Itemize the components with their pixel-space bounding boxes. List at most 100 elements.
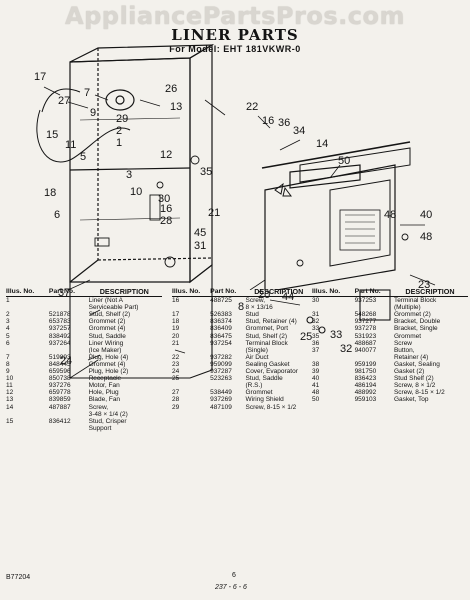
page-number: 6 xyxy=(232,572,236,579)
callout: 10 xyxy=(130,186,142,198)
callout: 23 xyxy=(418,279,430,290)
part-number xyxy=(49,297,89,312)
header-part: Part No. xyxy=(354,288,394,298)
part-description: Stud Shelf (2) xyxy=(393,375,434,383)
illus-number: 7 xyxy=(6,353,10,361)
part-description: Stud, Saddle xyxy=(88,332,126,340)
part-number: 836475 xyxy=(210,332,232,340)
illus-number: 10 xyxy=(6,375,14,383)
part-number: 850738 xyxy=(48,375,71,383)
part-description: Plug, Hole (2) xyxy=(88,368,129,376)
illus-number: 4 xyxy=(6,325,10,333)
part-description: Grommet (2) xyxy=(393,311,431,319)
part-description: Terminal Block (Multiple) xyxy=(393,297,437,312)
part-number: 838492 xyxy=(48,332,71,340)
liner-outline xyxy=(36,43,436,290)
part-number: 836412 xyxy=(48,417,71,425)
part-description: Bracket, Single xyxy=(393,325,438,333)
liner-floor-edge xyxy=(69,259,99,283)
illus-number: 20 xyxy=(172,332,180,340)
illus-number: 1 xyxy=(6,297,10,305)
part-number: 937264 xyxy=(48,339,71,347)
callout: 35 xyxy=(200,166,212,178)
illus-number: 6 xyxy=(6,339,10,347)
table-row: 30 937253 Terminal Block (Multiple) xyxy=(312,297,468,312)
part-description: Screw, 8 × 13/16 xyxy=(245,297,273,312)
part-number: 486194 xyxy=(354,382,377,390)
part-number: 523263 xyxy=(210,375,232,383)
part-description: Air Duct xyxy=(245,353,269,361)
part-number: 531923 xyxy=(354,332,377,340)
part-description: Motor, Fan xyxy=(88,382,120,390)
part-number: 521878 xyxy=(48,311,71,319)
illus-number: 48 xyxy=(312,389,320,397)
illus-number: 27 xyxy=(172,389,180,397)
part-description: Liner (Not A Serviceable Part) xyxy=(88,297,139,312)
part-number: 836409 xyxy=(210,325,232,333)
illus-number: 30 xyxy=(312,297,320,305)
fan-blade xyxy=(274,182,292,197)
callout: 48 xyxy=(420,231,432,243)
part-number: 487109 xyxy=(210,403,232,411)
illus-number: 25 xyxy=(172,375,180,383)
callout-labels: 17 27 7 9 2 1 15 11 5 29 13 26 22 16 36 … xyxy=(34,71,432,290)
callout: 45 xyxy=(194,227,206,239)
callout: 29 xyxy=(116,113,128,125)
illus-number: 12 xyxy=(6,389,14,397)
part-description: Bracket, Double xyxy=(393,318,441,326)
illus-number: 21 xyxy=(172,339,180,347)
part-description: Gasket, Sealing xyxy=(393,360,440,368)
evaporator-panel xyxy=(264,164,396,290)
wiring-harness xyxy=(36,109,131,163)
callout: 27 xyxy=(58,95,70,107)
callout: 30 xyxy=(158,193,170,205)
callout: 21 xyxy=(208,207,220,219)
illus-number: 11 xyxy=(6,382,13,390)
part-description: Screw, 3-48 × 1/4 (2) xyxy=(88,403,128,418)
illus-number: 32 xyxy=(312,318,320,326)
evaporator-cover xyxy=(329,179,391,267)
header-illus: Illus. No. xyxy=(6,288,49,298)
callout: 31 xyxy=(194,240,206,252)
part-description: Cover, Evaporator xyxy=(245,368,298,376)
part-description: Grommet (2) xyxy=(88,318,126,326)
callout: 13 xyxy=(170,101,182,113)
illus-number: 33 xyxy=(312,325,320,333)
illus-number: 29 xyxy=(172,403,180,411)
illus-number: 16 xyxy=(172,297,180,305)
header-part: Part No. xyxy=(48,288,89,298)
illus-number: 41 xyxy=(312,382,320,390)
illus-number: 2 xyxy=(6,311,10,319)
illus-number: 35 xyxy=(312,332,320,340)
part-description: Grommet (4) xyxy=(88,360,126,368)
part-number: 937253 xyxy=(354,297,377,305)
callout: 26 xyxy=(165,83,177,95)
liner-exploded-diagram: 17 27 7 9 2 1 15 11 5 29 13 26 22 16 36 … xyxy=(34,43,436,290)
document-code: B77204 xyxy=(6,574,31,581)
part-description: Grommet (4) xyxy=(88,325,126,333)
part-description: Grommet, Port xyxy=(245,325,289,333)
fan-motor xyxy=(105,89,135,111)
part-description: Stud, Shelf (2) xyxy=(245,332,288,340)
